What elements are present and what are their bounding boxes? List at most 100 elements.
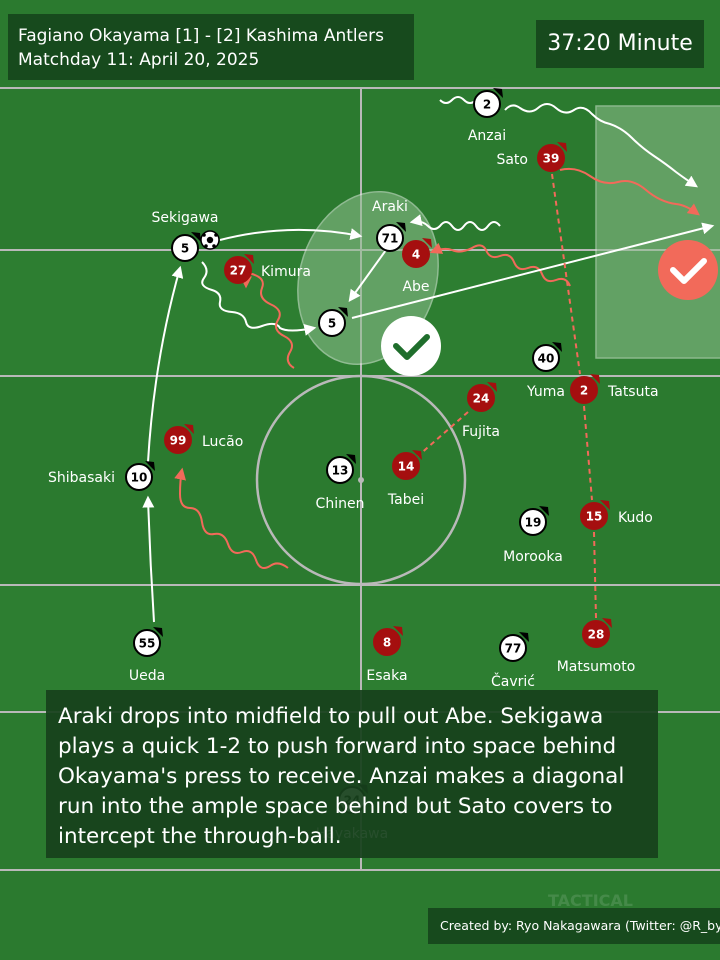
match-clock: 37:20 Minute [536,20,704,68]
player-name: Shibasaki [48,470,115,486]
player-name: Morooka [503,549,563,565]
facing-marker [393,626,403,636]
player-name: Fujita [462,424,500,440]
player-name: Sekigawa [152,210,219,226]
player-number: 10 [131,471,148,485]
player-kashima-shibasaki: 10 Shibasaki [48,461,155,491]
space-behind-zone [595,105,720,359]
player-okayama-sato: 39 Sato [496,142,567,172]
player-marker [164,426,192,454]
player-name: Tatsuta [607,384,659,400]
player-marker [133,629,161,657]
player-number: 8 [383,636,391,650]
through-ball [351,222,715,319]
player-name: Araki [372,199,408,215]
kimura-press-run [240,272,295,369]
player-marker [582,620,610,648]
player-name: Anzai [468,128,506,144]
player-name: Yuma [526,384,565,400]
player-name: Matsumoto [557,659,636,675]
player-kashima-sekigawa-next: 5 [318,307,348,337]
player-number: 4 [412,248,420,262]
player-marker [519,508,547,536]
player-number: 2 [483,98,491,112]
player-number: 24 [473,392,490,406]
anzai-run-in [439,96,477,104]
sato-cover-run [559,167,700,216]
facing-marker [346,454,356,464]
player-marker [537,144,565,172]
player-number: 27 [230,264,247,278]
player-marker [402,240,430,268]
facing-marker [493,88,503,98]
player-marker [467,384,495,412]
play-description: Araki drops into midfield to pull out Ab… [46,690,658,858]
player-marker [125,463,153,491]
pass-araki-sekigawa [348,249,387,302]
player-name: Kimura [261,264,311,280]
marking-lines [417,173,597,619]
ball-icon [200,230,220,250]
araki-drop-run [409,214,501,231]
player-number: 19 [525,516,542,530]
matchday-line: Matchday 11: April 20, 2025 [18,50,260,70]
player-okayama-tatsuta: 2 Tatsuta [570,374,659,404]
pass-arrows [142,173,715,623]
check-icon [381,316,441,376]
facing-marker [602,618,612,628]
pass-sekigawa-araki [219,228,363,241]
player-marker [224,256,252,284]
player-number: 13 [332,464,349,478]
player-number: 5 [181,242,189,256]
player-kashima-sekigawa: 5 Sekigawa [152,210,219,262]
player-name: Sato [496,152,528,168]
facing-marker [153,627,163,637]
player-marker [473,90,501,118]
interception-check-icon [658,240,718,300]
player-name: Kudo [618,510,653,526]
player-okayama-kimura: 27 Kimura [224,254,311,284]
facing-marker [191,232,201,242]
player-name: Čavrić [491,672,535,690]
player-marker [326,456,354,484]
player-name: Tabei [387,492,424,508]
facing-marker [422,238,432,248]
facing-marker [552,342,562,352]
credit-line: Created by: Ryo Nakagawara (Twitter: @R_… [428,908,720,944]
facing-marker [396,222,406,232]
facing-marker [519,632,529,642]
player-marker [373,628,401,656]
player-marker [376,224,404,252]
player-marker [171,234,199,262]
player-name: Abe [402,279,429,295]
player-number: 15 [586,510,603,524]
pass-shibasaki-sekigawa [147,265,184,463]
player-marker [499,634,527,662]
player-number: 2 [580,384,588,398]
facing-marker [590,374,600,384]
player-marker [532,344,560,372]
watermark: TACTICAL [548,891,633,910]
player-number: 39 [543,152,560,166]
player-number: 28 [588,628,605,642]
match-line: Fagiano Okayama [1] - [2] Kashima Antler… [18,26,384,46]
pass-ueda-shibasaki [142,495,155,623]
facing-marker [145,461,155,471]
player-number: 55 [139,637,156,651]
facing-marker [244,254,254,264]
movement-arrows [174,96,700,569]
